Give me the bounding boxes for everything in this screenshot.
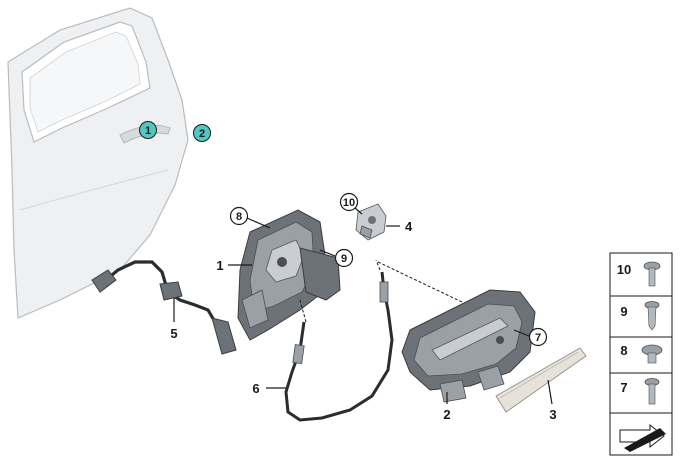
- door-striker: [355, 203, 387, 241]
- handle-carrier: [401, 289, 536, 403]
- rear-door-panel: [7, 7, 189, 319]
- legend-cell-9: [609, 295, 673, 338]
- screw-8-icon: [641, 344, 663, 364]
- label-3: 3: [549, 407, 556, 422]
- screw-7-icon: [644, 378, 660, 405]
- svg-text:10: 10: [343, 197, 355, 209]
- legend-label-8: 8: [620, 343, 627, 358]
- striker-callout-10: 10: [339, 192, 359, 212]
- label-5: 5: [170, 326, 177, 341]
- legend-label-10: 10: [617, 262, 631, 277]
- label-lock-1: 1: [216, 258, 223, 273]
- screw-10-icon: [643, 261, 661, 287]
- lock-callout-9: 9: [334, 248, 354, 268]
- label-6: 6: [252, 381, 259, 396]
- assembly-dash-line: [377, 261, 463, 303]
- svg-text:8: 8: [236, 211, 242, 223]
- wiring-cable-5: [91, 260, 237, 355]
- svg-text:1: 1: [145, 125, 151, 137]
- door-lock-assembly: [237, 209, 341, 341]
- svg-text:2: 2: [199, 128, 205, 140]
- leader-8: [246, 217, 271, 229]
- legend-cell-8: [609, 336, 673, 374]
- legend-label-9: 9: [620, 304, 627, 319]
- legend-cell-7: [609, 372, 673, 414]
- lock-callout-8: 8: [229, 206, 249, 226]
- leader-9: [319, 249, 336, 257]
- svg-text:7: 7: [535, 332, 541, 344]
- leader-3: [547, 379, 553, 405]
- legend-label-7: 7: [620, 380, 627, 395]
- cable-dash-upper: [375, 259, 381, 271]
- door-callout-2: 2: [193, 124, 211, 142]
- label-4: 4: [405, 219, 413, 234]
- legend-cell-10: [609, 252, 673, 297]
- leader-7: [513, 329, 530, 337]
- direction-arrow-icon: [619, 423, 666, 452]
- handle-callout-7: 7: [528, 327, 548, 347]
- cable-dash-lower: [299, 299, 307, 323]
- handle-cover-strip: [495, 347, 587, 413]
- label-2: 2: [443, 407, 450, 422]
- door-callout-1: 1: [139, 121, 157, 139]
- bowden-cable-6: [284, 271, 394, 422]
- leader-10: [354, 207, 363, 215]
- screw-9-icon: [644, 301, 660, 331]
- fastener-legend: 10 9 8 7: [609, 252, 673, 456]
- svg-text:9: 9: [341, 253, 347, 265]
